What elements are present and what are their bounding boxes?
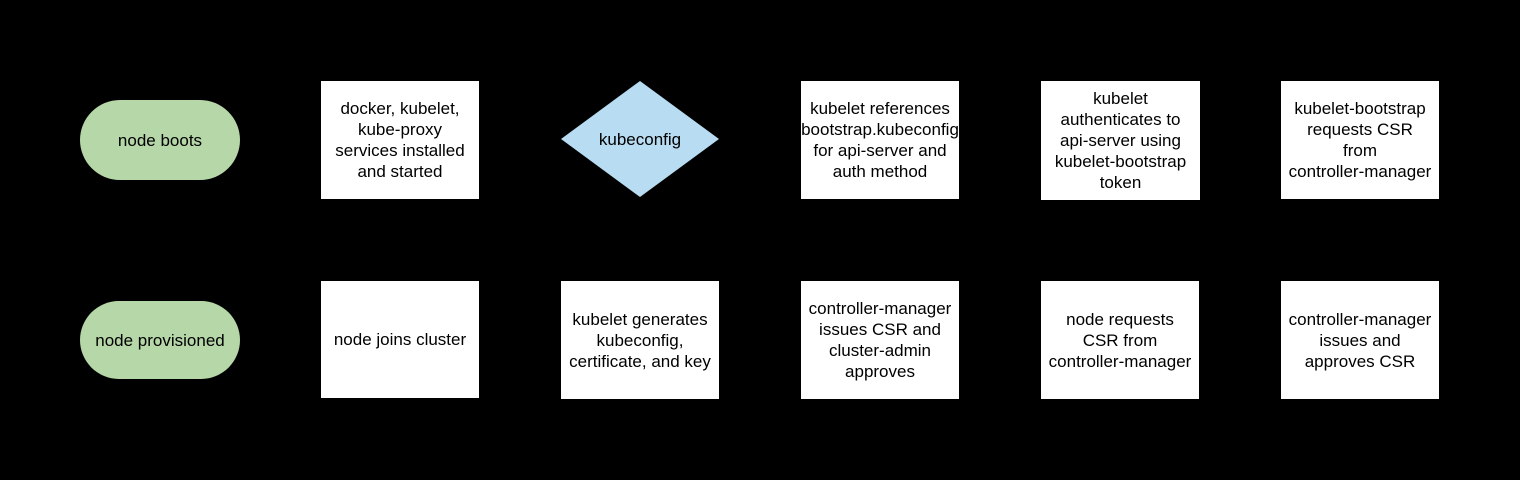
- process-controller-manager-issues-approves-csr: controller-manager issues and approves C…: [1281, 281, 1439, 399]
- process-services-installed-label: docker, kubelet, kube-proxy services ins…: [335, 99, 465, 181]
- process-kubelet-references-bootstrap-kubeconfig-label: kubelet references bootstrap.kubeconfig …: [801, 99, 959, 181]
- process-controller-manager-issues-approves-csr-label: controller-manager issues and approves C…: [1288, 309, 1432, 371]
- process-kubelet-authenticates-label: kubelet authenticates to api-server usin…: [1054, 89, 1187, 192]
- terminal-node-boots-label: node boots: [117, 130, 203, 150]
- decision-kubeconfig: kubeconfig: [561, 81, 719, 197]
- process-node-joins-cluster-label: node joins cluster: [333, 330, 467, 349]
- decision-kubeconfig-label: kubeconfig: [598, 129, 682, 149]
- process-controller-manager-issues-csr-cluster-admin-approves-label: controller-manager issues CSR and cluste…: [808, 299, 952, 381]
- diamond-shape: [561, 81, 719, 197]
- process-node-requests-csr: node requests CSR from controller-manage…: [1041, 281, 1199, 399]
- process-node-requests-csr-label: node requests CSR from controller-manage…: [1048, 309, 1192, 371]
- terminal-node-boots: node boots: [80, 100, 240, 180]
- terminal-node-provisioned-label: node provisioned: [95, 330, 225, 350]
- process-services-installed: docker, kubelet, kube-proxy services ins…: [321, 81, 479, 199]
- process-kubelet-generates-kubeconfig: kubelet generates kubeconfig, certificat…: [561, 281, 719, 399]
- terminal-node-provisioned: node provisioned: [80, 301, 240, 379]
- process-kubelet-authenticates: kubelet authenticates to api-server usin…: [1041, 81, 1200, 200]
- process-kubelet-generates-kubeconfig-label: kubelet generates kubeconfig, certificat…: [569, 309, 711, 371]
- process-controller-manager-issues-csr-cluster-admin-approves: controller-manager issues CSR and cluste…: [801, 281, 959, 399]
- process-kubelet-bootstrap-requests-csr: kubelet-bootstrap requests CSR from cont…: [1281, 81, 1439, 199]
- process-kubelet-references-bootstrap-kubeconfig: kubelet references bootstrap.kubeconfig …: [801, 81, 959, 199]
- process-kubelet-bootstrap-requests-csr-label: kubelet-bootstrap requests CSR from cont…: [1288, 99, 1432, 181]
- process-node-joins-cluster: node joins cluster: [321, 281, 479, 398]
